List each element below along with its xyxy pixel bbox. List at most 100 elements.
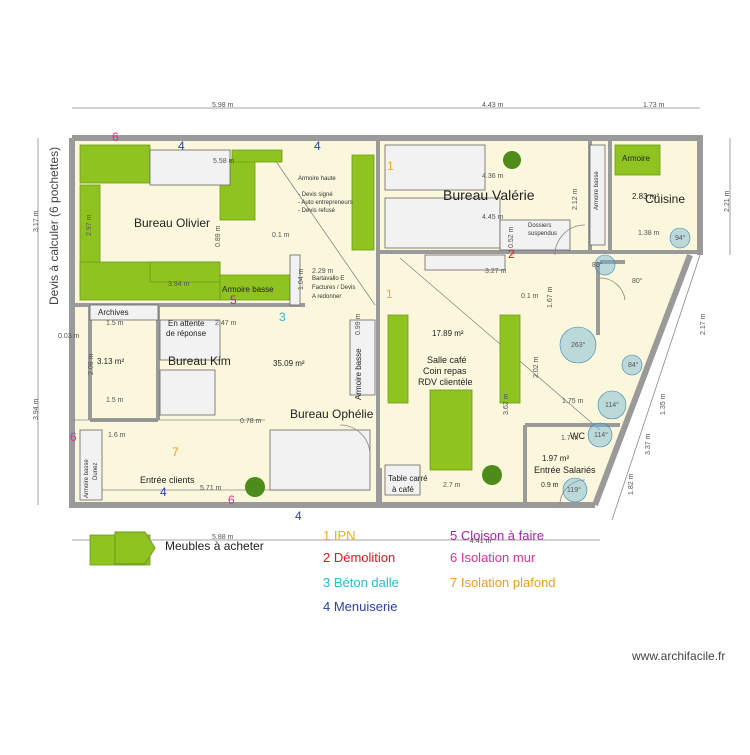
room-bureau-olivier: Bureau Olivier	[134, 216, 211, 230]
room-cuisine: Cuisine	[645, 192, 686, 206]
dim-olivier-558: 5.58 m	[213, 158, 235, 165]
label-table-carree-1: Table carré	[388, 474, 428, 483]
angle-114a: 114°	[605, 402, 619, 409]
marker-1a: 1	[387, 159, 394, 173]
label-devis-a-calculer: Devis à calculer (6 pochettes)	[47, 146, 61, 305]
door-swings	[339, 224, 626, 506]
marker-4b: 4	[314, 139, 321, 153]
dim-kim-247: 2.47 m	[215, 320, 237, 327]
dim-kim-15a: 1.5 m	[106, 320, 124, 327]
room-bureau-kim: Bureau Kim	[168, 354, 231, 368]
area-archives: 3.13 m²	[97, 357, 125, 366]
dim-top-173: 1.73 m	[643, 102, 665, 109]
area-entree-salaries: 1.97 m²	[542, 454, 570, 463]
label-dossiers-2: suspendus	[528, 231, 558, 237]
dim-cafe-327: 3.27 m	[485, 268, 507, 275]
marker-4a: 4	[178, 139, 185, 153]
label-auto-entrepreneurs: - Auto entrepreneurs	[298, 200, 353, 206]
legend-item-isolation-mur: 6 Isolation mur	[450, 550, 536, 565]
label-bartavallo-1: Bartavallo E	[312, 276, 345, 282]
marker-7a: 7	[172, 445, 179, 459]
area-ophelie: 35.09 m²	[273, 359, 305, 368]
angle-94: 94°	[675, 235, 686, 242]
label-armoire-cuisine: Armoire	[622, 154, 651, 163]
marker-6a: 6	[112, 130, 119, 144]
dim-cafe-27: 2.7 m	[443, 482, 461, 489]
label-en-attente-1: En attente	[168, 319, 205, 328]
dim-diag-135: 1.35 m	[660, 393, 667, 415]
room-rdv-clientele: RDV clientèle	[418, 377, 473, 387]
label-armoire-dunez-2: Dunez	[93, 462, 99, 480]
label-armoire-basse-olivier: Armoire basse	[222, 285, 274, 294]
dim-oph-229: 2.29 m	[312, 268, 334, 275]
legend-meubles-a-acheter: Meubles à acheter	[165, 539, 264, 553]
dim-diag-217: 2.17 m	[700, 313, 707, 335]
dim-sal-17: 1.7 m	[561, 435, 579, 442]
marker-4d: 4	[295, 509, 302, 523]
label-dossiers-1: Dossiers	[528, 223, 552, 229]
furniture-desks	[79, 144, 606, 501]
legend-item-ipn: 1 IPN	[323, 528, 356, 543]
dim-oph-078: 0.78 m	[240, 418, 262, 425]
room-bureau-ophelie: Bureau Ophélie	[290, 407, 374, 421]
angle-119: 119°	[567, 487, 581, 494]
dim-diag-182: 1.82 m	[628, 473, 635, 495]
dim-oph-571: 5.71 m	[200, 485, 222, 492]
marker-6c: 6	[228, 493, 235, 507]
dim-valerie-445: 4.45 m	[482, 214, 504, 221]
legend-item-cloison: 5 Cloison à faire	[450, 528, 544, 543]
marker-6b: 6	[70, 430, 77, 444]
dim-valerie-436: 4.36 m	[482, 173, 504, 180]
label-devis-refuse: - Devis refusé	[298, 208, 336, 214]
dim-top-598: 5.98 m	[212, 102, 234, 109]
dim-cafe-01: 0.1 m	[521, 293, 539, 300]
dim-left-394: 3.94 m	[33, 398, 40, 420]
dim-top-443: 4.43 m	[482, 102, 504, 109]
legend-item-demolition: 2 Démolition	[323, 550, 396, 565]
legend-item-isolation-plafond: 7 Isolation plafond	[450, 575, 556, 590]
label-bartavallo-3: A redonner	[312, 294, 342, 300]
dim-diag-337: 3.37 m	[645, 433, 652, 455]
label-armoire-haute: Armoire haute	[298, 176, 336, 182]
room-salle-cafe: Salle café	[427, 355, 467, 365]
marker-4c: 4	[160, 485, 167, 499]
dim-right-221: 2.21 m	[724, 190, 731, 212]
dim-valerie-212: 2.12 m	[572, 188, 579, 210]
dim-bot-588: 5.88 m	[212, 534, 234, 541]
label-devis-signe: - Devis signé	[298, 192, 333, 198]
angle-263: 263°	[571, 342, 586, 349]
label-en-attente-2: de réponse	[166, 329, 207, 338]
room-entree-clients: Entrée clients	[140, 475, 195, 485]
room-entree-salaries: Entrée Salariés	[534, 465, 596, 475]
legend-swatch	[114, 531, 156, 565]
angle-80a: 80°	[592, 262, 603, 269]
dim-oph-099: 0.99 m	[355, 313, 362, 335]
room-wc: WC	[570, 431, 585, 441]
dim-cuisine-138: 1.38 m	[638, 230, 660, 237]
dim-valerie-052: 0.52 m	[508, 226, 515, 248]
dim-cafe-362: 3.62 m	[503, 393, 510, 415]
label-bartavallo-2: Factures / Devis	[312, 285, 356, 291]
dim-olivier-394: 3.94 m	[168, 281, 190, 288]
label-armoire-basse-vertical: Armoire basse	[354, 348, 363, 400]
dim-kim-15b: 1.5 m	[106, 397, 124, 404]
angle-markers	[559, 227, 691, 503]
room-archives: Archives	[98, 308, 129, 317]
marker-5a: 5	[230, 293, 237, 307]
dim-olivier-297: 2.97 m	[86, 214, 93, 236]
dim-olivier-01: 0.1 m	[272, 232, 290, 239]
dim-sal-09: 0.9 m	[541, 482, 559, 489]
dim-left-317: 3.17 m	[33, 210, 40, 232]
dim-kim-16: 1.6 m	[108, 432, 126, 439]
dim-kim-003: 0.03 m	[58, 333, 80, 340]
legend-item-beton-dalle: 3 Béton dalle	[323, 575, 399, 590]
dim-cafe-09: 0.9 m	[541, 482, 559, 489]
room-bureau-valerie: Bureau Valérie	[443, 187, 535, 203]
angle-84: 84°	[628, 362, 639, 369]
plants	[245, 151, 521, 497]
area-salle-cafe: 17.89 m²	[432, 329, 464, 338]
marker-1b: 1	[386, 287, 393, 301]
dim-bot-441: 4.41 m	[470, 538, 492, 545]
